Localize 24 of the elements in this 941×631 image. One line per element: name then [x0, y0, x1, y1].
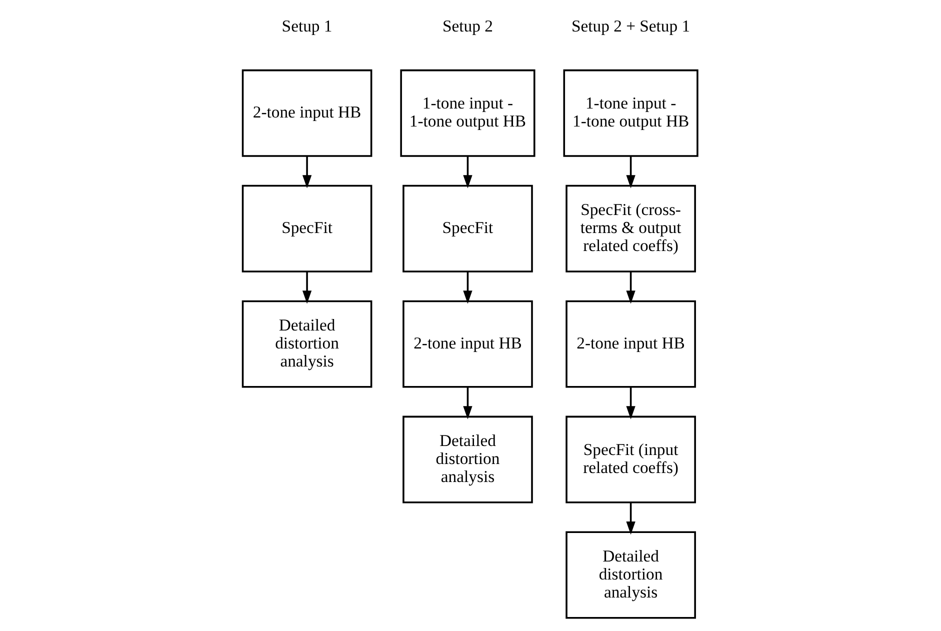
node-box: SpecFit (cross-terms & output related coeffs) — [565, 184, 696, 272]
arrow — [626, 502, 635, 535]
arrow — [462, 156, 472, 188]
node-box: 2-tone input HB — [565, 300, 696, 388]
arrow — [626, 387, 635, 420]
node-box: 1-tone input - 1-tone output HB — [562, 69, 698, 157]
node-box: 2-tone input HB — [402, 300, 532, 388]
arrow — [626, 272, 635, 304]
node-box: Detailed distortion analysis — [402, 416, 532, 504]
arrow — [302, 272, 312, 304]
label: Setup 2 — [442, 16, 492, 36]
node-box: SpecFit (input related coeffs) — [565, 416, 696, 504]
arrow — [302, 156, 312, 188]
node-box: SpecFit — [241, 184, 372, 272]
node-box: Detailed distortion analysis — [241, 300, 372, 388]
label: Setup 2 + Setup 1 — [571, 16, 690, 36]
node-box: 1-tone input - 1-tone output HB — [400, 69, 535, 157]
arrow — [626, 156, 635, 188]
arrow — [462, 272, 472, 304]
arrow — [462, 387, 472, 420]
node-box: 2-tone input HB — [241, 69, 372, 157]
node-box: SpecFit — [402, 184, 532, 272]
label: Setup 1 — [281, 16, 332, 36]
node-box: Detailed distortion analysis — [565, 531, 696, 619]
